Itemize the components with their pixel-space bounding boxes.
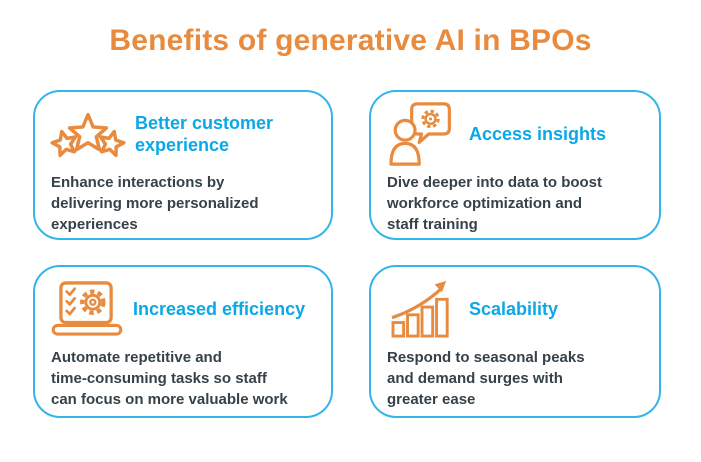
card-header: Scalability: [387, 275, 643, 343]
stars-icon: [50, 103, 126, 165]
card-title: Better customer experience: [135, 113, 274, 155]
card-header: Better customer experience: [50, 100, 315, 168]
card-title: Increased efficiency: [133, 299, 306, 319]
growth-bar-chart-icon: [387, 279, 459, 339]
person-speech-gear-icon: [387, 102, 459, 166]
card-description: Respond to seasonal peaks and demand sur…: [387, 349, 585, 408]
card-scalability: Scalability Respond to seasonal peaks an…: [369, 265, 661, 418]
card-access-insights: Access insights Dive deeper into data to…: [369, 90, 661, 240]
benefits-grid: Better customer experience Enhance inter…: [33, 90, 701, 418]
card-description: Enhance interactions by delivering more …: [51, 174, 259, 233]
card-description: Dive deeper into data to boost workforce…: [387, 174, 603, 233]
card-title: Access insights: [469, 124, 607, 144]
laptop-gear-checklist-icon: [51, 281, 123, 337]
card-title: Scalability: [469, 299, 559, 319]
card-increased-efficiency: Increased efficiency Automate repetitive…: [33, 265, 333, 418]
card-header: Increased efficiency: [51, 275, 315, 343]
card-description: Automate repetitive and time-consuming t…: [51, 349, 288, 408]
page-title: Benefits of generative AI in BPOs: [109, 24, 592, 57]
card-header: Access insights: [387, 100, 643, 168]
card-better-customer-experience: Better customer experience Enhance inter…: [33, 90, 333, 240]
